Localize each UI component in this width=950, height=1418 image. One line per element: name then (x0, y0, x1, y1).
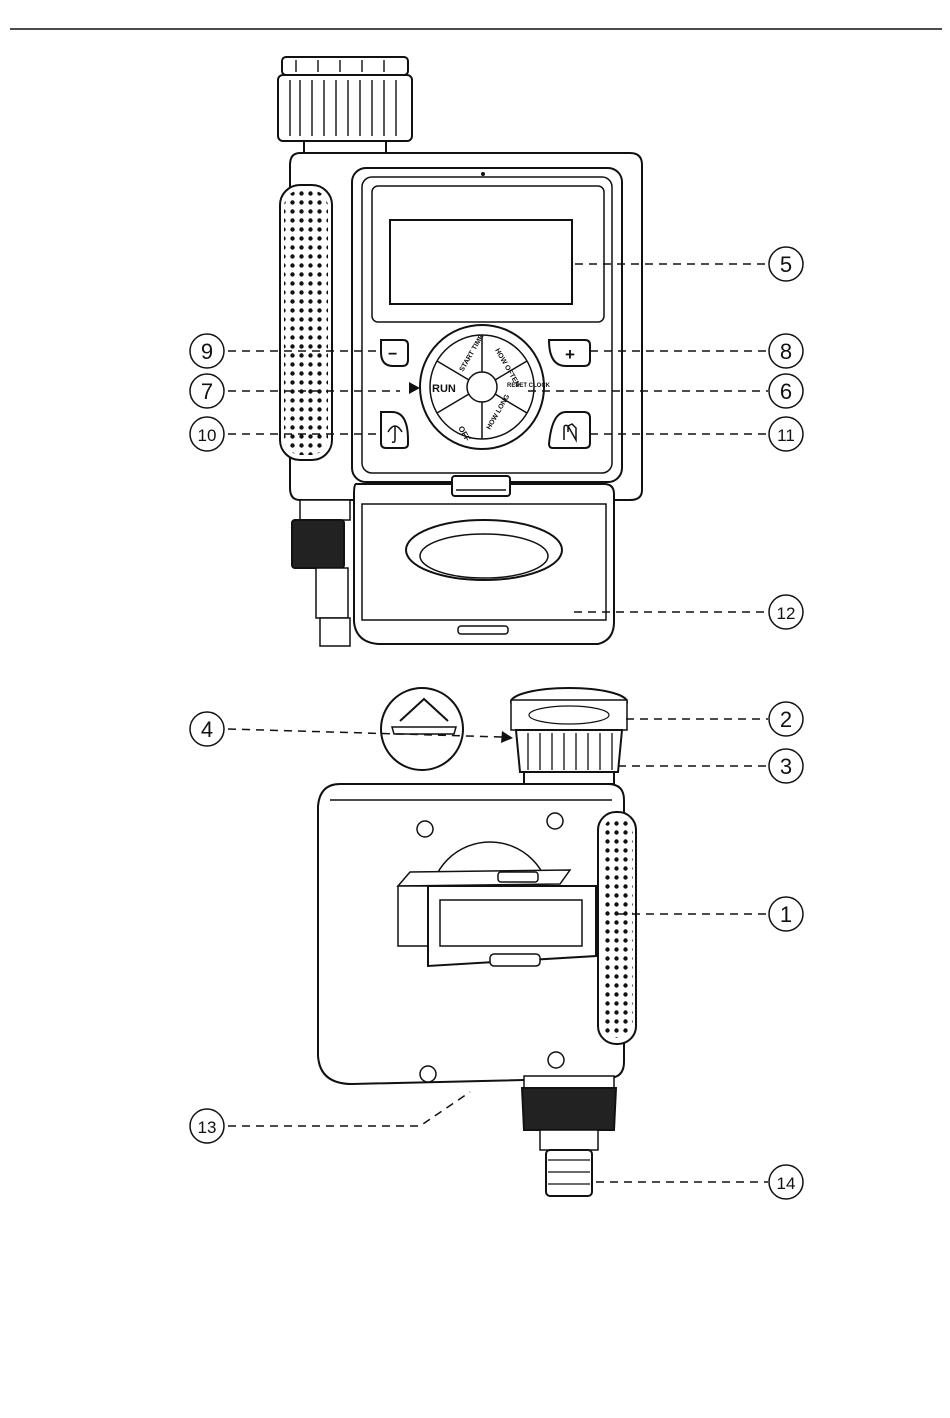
callout-1: 1 (780, 902, 792, 927)
dial-center-label: RUN (432, 383, 456, 395)
callout-14: 14 (777, 1174, 796, 1193)
rear-top-nut (511, 688, 627, 784)
plus-symbol: + (565, 345, 575, 364)
callout-5: 5 (780, 252, 792, 277)
callout-2: 2 (780, 707, 792, 732)
callout-13: 13 (198, 1118, 217, 1137)
battery-cover (354, 476, 614, 644)
lcd-screen (390, 220, 572, 304)
callout-8: 8 (780, 339, 792, 364)
callout-12: 12 (777, 604, 796, 623)
flow-direction-symbol (381, 688, 463, 770)
callout-4-arrowhead (501, 731, 513, 743)
callout-4: 4 (201, 717, 213, 742)
callout-6: 6 (780, 379, 792, 404)
callout-3: 3 (780, 754, 792, 779)
callout-10: 10 (198, 426, 217, 445)
minus-symbol: − (388, 346, 397, 363)
callout-7: 7 (201, 379, 213, 404)
rear-bottom-connector (522, 1076, 616, 1196)
front-lower-coupling (300, 500, 350, 520)
callout-9: 9 (201, 339, 213, 364)
callout-11: 11 (777, 426, 795, 445)
dial-reset-clock-label: RESET CLOCK (507, 383, 551, 389)
rear-view (318, 688, 636, 1196)
front-top-nut (278, 57, 412, 153)
